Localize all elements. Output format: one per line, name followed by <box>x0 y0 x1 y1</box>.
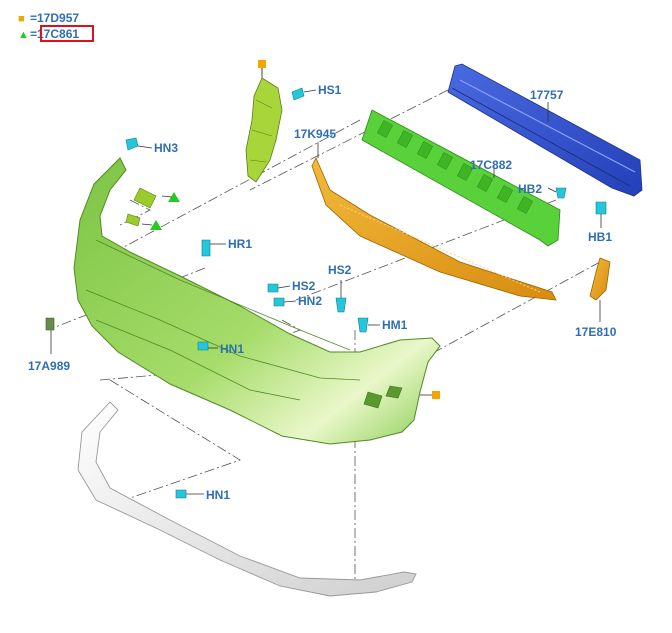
label-17e810: 17E810 <box>575 325 617 339</box>
label-hs2: HS2 <box>292 279 316 293</box>
triangle-marker-upper-icon <box>168 192 180 202</box>
lower-grille <box>311 157 557 301</box>
square-marker-side-icon <box>432 391 440 399</box>
side-bracket <box>589 257 611 301</box>
label-17c882: 17C882 <box>470 158 512 172</box>
label-hn1-mid: HN1 <box>220 342 244 356</box>
callout-markers <box>150 60 440 399</box>
clip-hn2-icon <box>273 297 285 307</box>
label-17k945: 17K945 <box>294 127 336 141</box>
upper-support-bracket <box>245 77 283 183</box>
label-hn2: HN2 <box>298 294 322 308</box>
clip-hs2-icon <box>335 297 347 313</box>
square-marker-top-icon <box>258 60 266 68</box>
label-hs1: HS1 <box>318 83 342 97</box>
clip-hn1-mid-icon <box>197 341 209 351</box>
legend-square-code: =17D957 <box>30 11 79 25</box>
label-hr1: HR1 <box>228 237 252 251</box>
label-17757: 17757 <box>530 88 564 102</box>
label-17a989: 17A989 <box>28 359 70 373</box>
legend: ■ =17D957 ▲ =17C861 <box>18 11 94 42</box>
clip-hb1-icon <box>595 201 607 215</box>
legend-triangle-code: =17C861 <box>30 27 79 41</box>
clip-hs2-side-icon <box>267 283 279 293</box>
label-hn1-low: HN1 <box>206 488 230 502</box>
clip-hm1-icon <box>357 317 369 333</box>
reinforcement-beam <box>447 63 643 197</box>
clip-hn1-low-icon <box>175 489 187 499</box>
leader-lines <box>50 68 602 495</box>
triangle-marker-lower-icon <box>150 220 162 230</box>
label-hs2-top: HS2 <box>328 263 352 277</box>
legend-triangle-icon: ▲ <box>18 29 29 41</box>
part-labels: HS1 HN3 17757 17K945 17C882 HB2 HB1 HR1 … <box>28 83 617 502</box>
bumper-cover <box>73 157 441 445</box>
clip-hr1-icon <box>201 239 211 257</box>
legend-square-icon: ■ <box>18 13 25 25</box>
label-hb2: HB2 <box>518 182 542 196</box>
fasteners <box>45 87 607 499</box>
legend-highlight-box <box>40 25 94 42</box>
absorber-bracket <box>361 109 561 247</box>
label-hn3: HN3 <box>154 141 178 155</box>
clip-hn3-icon <box>125 137 139 151</box>
label-hm1: HM1 <box>382 318 408 332</box>
clip-17a989-icon <box>45 317 55 331</box>
lip-spoiler <box>77 401 417 597</box>
clip-hb2-icon <box>555 187 567 199</box>
clip-hs1-icon <box>291 87 305 101</box>
label-hb1: HB1 <box>588 230 612 244</box>
